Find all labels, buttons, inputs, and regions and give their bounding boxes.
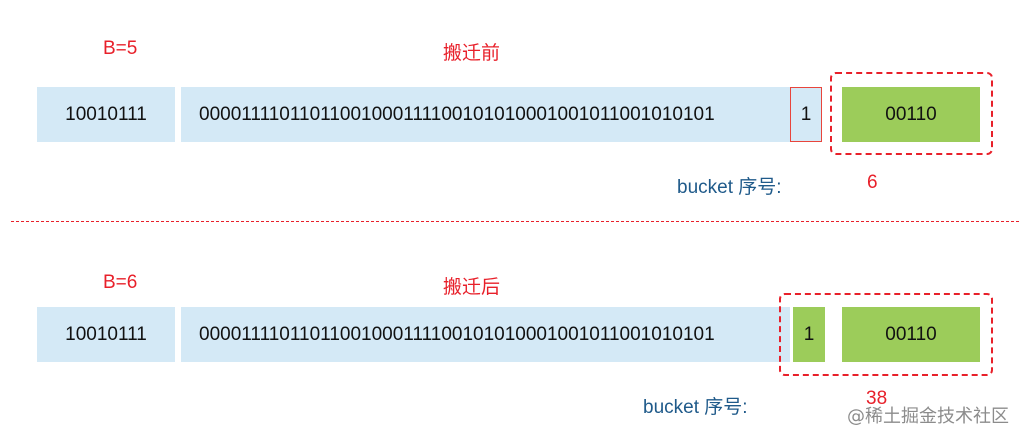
after-mid-bits: 0000111101101100100011110010101000100101…: [199, 323, 715, 345]
before-high-bits-cell: 10010111: [37, 87, 175, 142]
before-extra-bit-cell: 1: [790, 87, 822, 142]
after-extra-bit: 1: [803, 323, 815, 345]
after-title: 搬迁后: [443, 277, 501, 298]
watermark: @稀土掘金技术社区: [847, 406, 1009, 427]
after-low-bits-cell: 00110: [842, 307, 980, 362]
after-mid-bits-cell: 0000111101101100100011110010101000100101…: [181, 307, 790, 362]
section-divider: [11, 221, 1019, 222]
after-bucket-label: bucket 序号:: [643, 397, 748, 418]
after-high-bits: 10010111: [65, 323, 147, 345]
after-high-bits-cell: 10010111: [37, 307, 175, 362]
before-title: 搬迁前: [443, 43, 501, 64]
after-low-bits-frame: [779, 293, 993, 376]
after-low-bits: 00110: [885, 323, 937, 345]
before-bucket-label: bucket 序号:: [677, 177, 782, 198]
before-low-bits-frame: [830, 72, 993, 155]
before-mid-bits: 0000111101101100100011110010101000100101…: [199, 103, 715, 125]
after-bucket-value: 38: [866, 388, 888, 409]
after-b-label: B=6: [103, 272, 138, 293]
before-low-bits: 00110: [885, 103, 937, 125]
after-extra-bit-cell: 1: [793, 307, 825, 362]
before-extra-bit: 1: [800, 103, 812, 125]
before-bucket-value: 6: [867, 172, 878, 193]
before-high-bits: 10010111: [65, 103, 147, 125]
before-low-bits-cell: 00110: [842, 87, 980, 142]
before-mid-bits-cell: 0000111101101100100011110010101000100101…: [181, 87, 790, 142]
before-b-label: B=5: [103, 38, 138, 59]
